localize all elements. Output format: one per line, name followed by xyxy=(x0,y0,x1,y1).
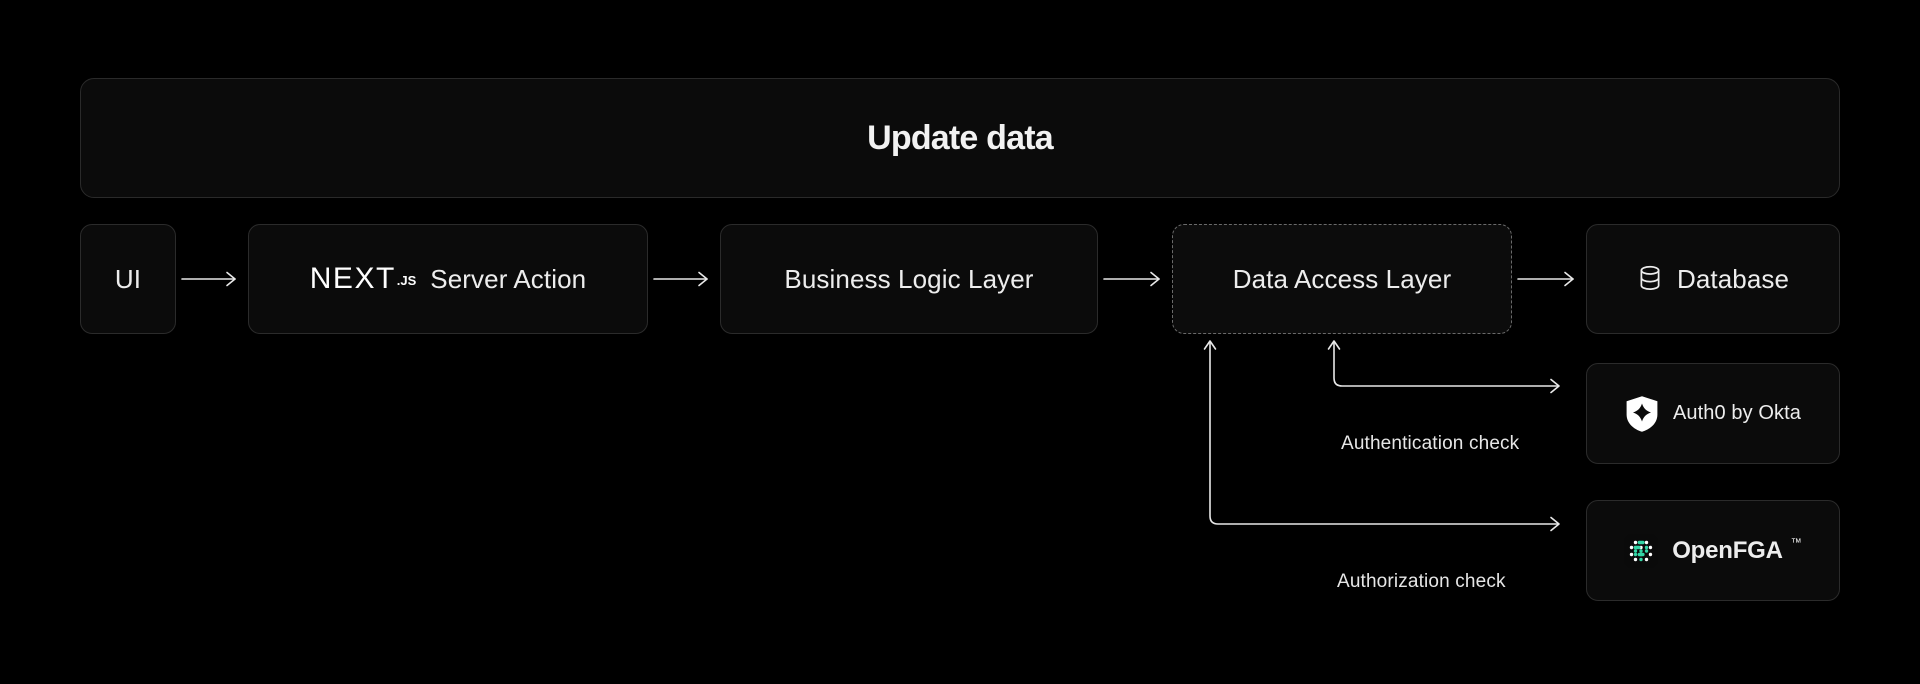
auth0-shield-icon xyxy=(1625,395,1659,433)
connector-label-authentication-check: Authentication check xyxy=(1341,433,1520,454)
database-icon xyxy=(1637,265,1663,293)
node-auth0[interactable]: Auth0 by Okta xyxy=(1586,363,1840,464)
connector-authentication-check xyxy=(1327,340,1560,394)
node-business-logic-layer[interactable]: Business Logic Layer xyxy=(720,224,1098,334)
node-openfga[interactable]: OpenFGA ™ xyxy=(1586,500,1840,601)
arrow-business-logic-to-data-access xyxy=(1103,271,1160,287)
title-banner: Update data xyxy=(80,78,1840,198)
node-data-access-layer-label: Data Access Layer xyxy=(1232,263,1452,294)
node-database[interactable]: Database xyxy=(1586,224,1840,334)
arrow-server-action-to-business-logic xyxy=(653,271,708,287)
node-server-action[interactable]: NEXT.JS Server Action xyxy=(248,224,648,334)
nextjs-logo-icon: NEXT.JS xyxy=(310,262,417,296)
node-auth0-label: Auth0 by Okta xyxy=(1672,402,1802,424)
connector-label-authorization-check: Authorization check xyxy=(1337,571,1506,592)
arrow-ui-to-server-action xyxy=(181,271,236,287)
nextjs-suffix: .JS xyxy=(396,272,417,288)
nextjs-wordmark: NEXT xyxy=(309,262,396,295)
page-title: Update data xyxy=(867,118,1054,157)
node-database-label: Database xyxy=(1676,263,1790,294)
node-ui-label: UI xyxy=(114,263,142,294)
node-business-logic-layer-label: Business Logic Layer xyxy=(784,263,1034,294)
node-openfga-label: OpenFGA xyxy=(1672,536,1783,564)
node-data-access-layer[interactable]: Data Access Layer xyxy=(1172,224,1512,334)
node-ui[interactable]: UI xyxy=(80,224,176,334)
openfga-dots-icon xyxy=(1624,533,1659,568)
node-server-action-label: Server Action xyxy=(430,263,587,294)
arrow-data-access-to-database xyxy=(1517,271,1574,287)
openfga-trademark: ™ xyxy=(1790,536,1802,549)
